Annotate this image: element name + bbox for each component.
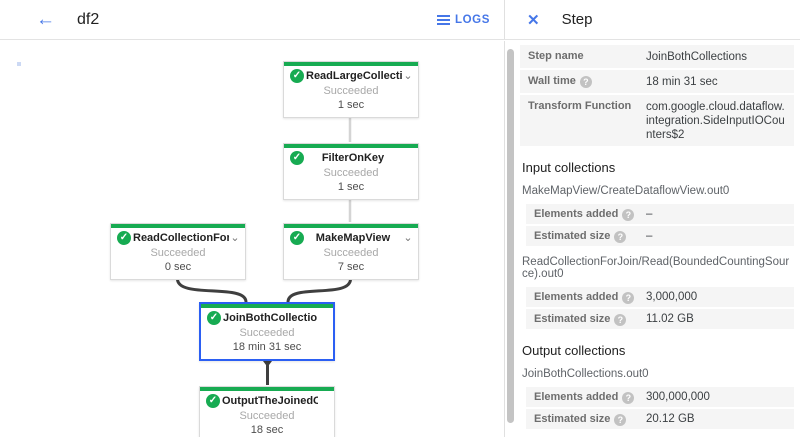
metric-label: Elements added? [534, 391, 646, 404]
step-node-filter-on-key[interactable]: ✓ FilterOnKey ⌄ Succeeded 1 sec [283, 143, 419, 200]
graph-artifact-dot [17, 62, 21, 66]
metric-label: Estimated size? [534, 313, 646, 326]
step-node-time: 1 sec [337, 181, 365, 193]
metric-label: Estimated size? [534, 230, 646, 243]
step-node-name: ReadCollectionForJoin [133, 232, 229, 244]
info-value: JoinBothCollections [646, 51, 748, 63]
help-icon[interactable]: ? [622, 392, 635, 404]
step-node-status: Succeeded [239, 410, 295, 422]
success-check-icon: ✓ [290, 231, 304, 245]
step-node-name: JoinBothCollections [223, 312, 317, 324]
step-node-output-the-joined[interactable]: ✓ OutputTheJoinedCollec... ⌄ Succeeded 1… [199, 386, 335, 437]
step-node-status: Succeeded [150, 247, 206, 259]
help-icon[interactable]: ? [579, 76, 592, 88]
metric-row-estimated-size: Estimated size? 11.02 GB [526, 309, 794, 329]
metric-label: Estimated size? [534, 413, 646, 426]
success-check-icon: ✓ [290, 151, 304, 165]
success-check-icon: ✓ [206, 394, 220, 408]
chevron-down-icon[interactable]: ⌄ [403, 70, 413, 82]
step-node-time: 1 sec [337, 99, 365, 111]
back-arrow-icon[interactable]: ← [36, 8, 55, 30]
step-node-status: Succeeded [323, 167, 379, 179]
node-status-bar [284, 144, 418, 148]
step-node-read-large-collection[interactable]: ✓ ReadLargeCollectionFr... ⌄ Succeeded 1… [283, 61, 419, 118]
step-node-name: FilterOnKey [321, 152, 385, 164]
metric-value: – [646, 230, 653, 242]
step-node-read-collection-for-join[interactable]: ✓ ReadCollectionForJoin ⌄ Succeeded 0 se… [110, 223, 246, 280]
metric-value: – [646, 208, 653, 220]
metric-row-elements-added: Elements added? 300,000,000 [526, 387, 794, 407]
output-collections-heading: Output collections [522, 343, 626, 358]
step-node-time: 18 sec [250, 424, 284, 436]
info-label: Wall time? [528, 75, 646, 89]
step-node-join-both-collections-selected[interactable]: ✓ JoinBothCollections ⌄ Succeeded 18 min… [199, 302, 335, 361]
node-status-bar [284, 62, 418, 66]
info-label: Step name [528, 50, 584, 62]
panel-title: Step [561, 11, 593, 28]
help-icon[interactable]: ? [622, 292, 635, 304]
step-node-time: 0 sec [164, 261, 192, 273]
node-status-bar [201, 304, 333, 308]
success-check-icon: ✓ [117, 231, 131, 245]
logs-icon [437, 14, 450, 25]
metric-value: 11.02 GB [646, 313, 694, 325]
step-node-status: Succeeded [323, 85, 379, 97]
info-label: Transform Function [528, 100, 632, 112]
step-node-time: 7 sec [337, 261, 365, 273]
info-value: 18 min 31 sec [646, 76, 718, 88]
chevron-down-icon[interactable]: ⌄ [230, 232, 240, 244]
pipeline-graph: ✓ ReadLargeCollectionFr... ⌄ Succeeded 1… [0, 41, 505, 437]
metric-row-elements-added: Elements added? – [526, 204, 794, 224]
step-node-name: OutputTheJoinedCollec... [222, 395, 318, 407]
help-icon[interactable]: ? [622, 209, 635, 221]
info-row-wall-time: Wall time? 18 min 31 sec [520, 70, 794, 93]
step-details-panel: Step name JoinBothCollections Wall time?… [506, 41, 800, 437]
metric-row-estimated-size: Estimated size? – [526, 226, 794, 246]
chevron-down-icon[interactable]: ⌄ [403, 232, 413, 244]
step-node-name: ReadLargeCollectionFr... [306, 70, 402, 82]
step-panel-header: ✕ Step [505, 0, 800, 39]
job-title: df2 [77, 10, 100, 28]
info-row-transform-function: Transform Function com.google.cloud.data… [520, 95, 794, 146]
top-bar-left: ← df2 LOGS [0, 0, 505, 39]
success-check-icon: ✓ [207, 311, 221, 325]
info-value: com.google.cloud.dataflow.integration.Si… [646, 101, 785, 141]
node-status-bar [111, 224, 245, 228]
logs-button[interactable]: LOGS [437, 14, 490, 26]
graph-edges [171, 111, 357, 385]
input-collections-heading: Input collections [522, 160, 616, 175]
close-icon[interactable]: ✕ [527, 11, 540, 29]
metric-value: 3,000,000 [646, 291, 698, 303]
collection-name: ReadCollectionForJoin/Read(BoundedCounti… [522, 256, 790, 280]
help-icon[interactable]: ? [614, 414, 627, 426]
metric-label: Elements added? [534, 291, 646, 304]
metric-row-estimated-size: Estimated size? 20.12 GB [526, 409, 794, 429]
step-node-status: Succeeded [323, 247, 379, 259]
metric-value: 20.12 GB [646, 413, 695, 425]
help-icon[interactable]: ? [614, 314, 627, 326]
step-node-status: Succeeded [239, 327, 295, 339]
node-status-bar [284, 224, 418, 228]
collection-name: MakeMapView/CreateDataflowView.out0 [522, 185, 730, 197]
step-node-make-map-view[interactable]: ✓ MakeMapView ⌄ Succeeded 7 sec [283, 223, 419, 280]
step-node-name: MakeMapView [315, 232, 391, 244]
metric-value: 300,000,000 [646, 391, 710, 403]
collection-name: JoinBothCollections.out0 [522, 368, 649, 380]
metric-label: Elements added? [534, 208, 646, 221]
top-bar: ← df2 LOGS ✕ Step [0, 0, 800, 40]
node-status-bar [200, 387, 334, 391]
panel-scrollbar[interactable] [507, 49, 514, 423]
step-node-time: 18 min 31 sec [232, 341, 302, 353]
info-row-step-name: Step name JoinBothCollections [520, 45, 794, 68]
success-check-icon: ✓ [290, 69, 304, 83]
help-icon[interactable]: ? [614, 231, 627, 243]
metric-row-elements-added: Elements added? 3,000,000 [526, 287, 794, 307]
logs-button-label: LOGS [455, 13, 490, 26]
